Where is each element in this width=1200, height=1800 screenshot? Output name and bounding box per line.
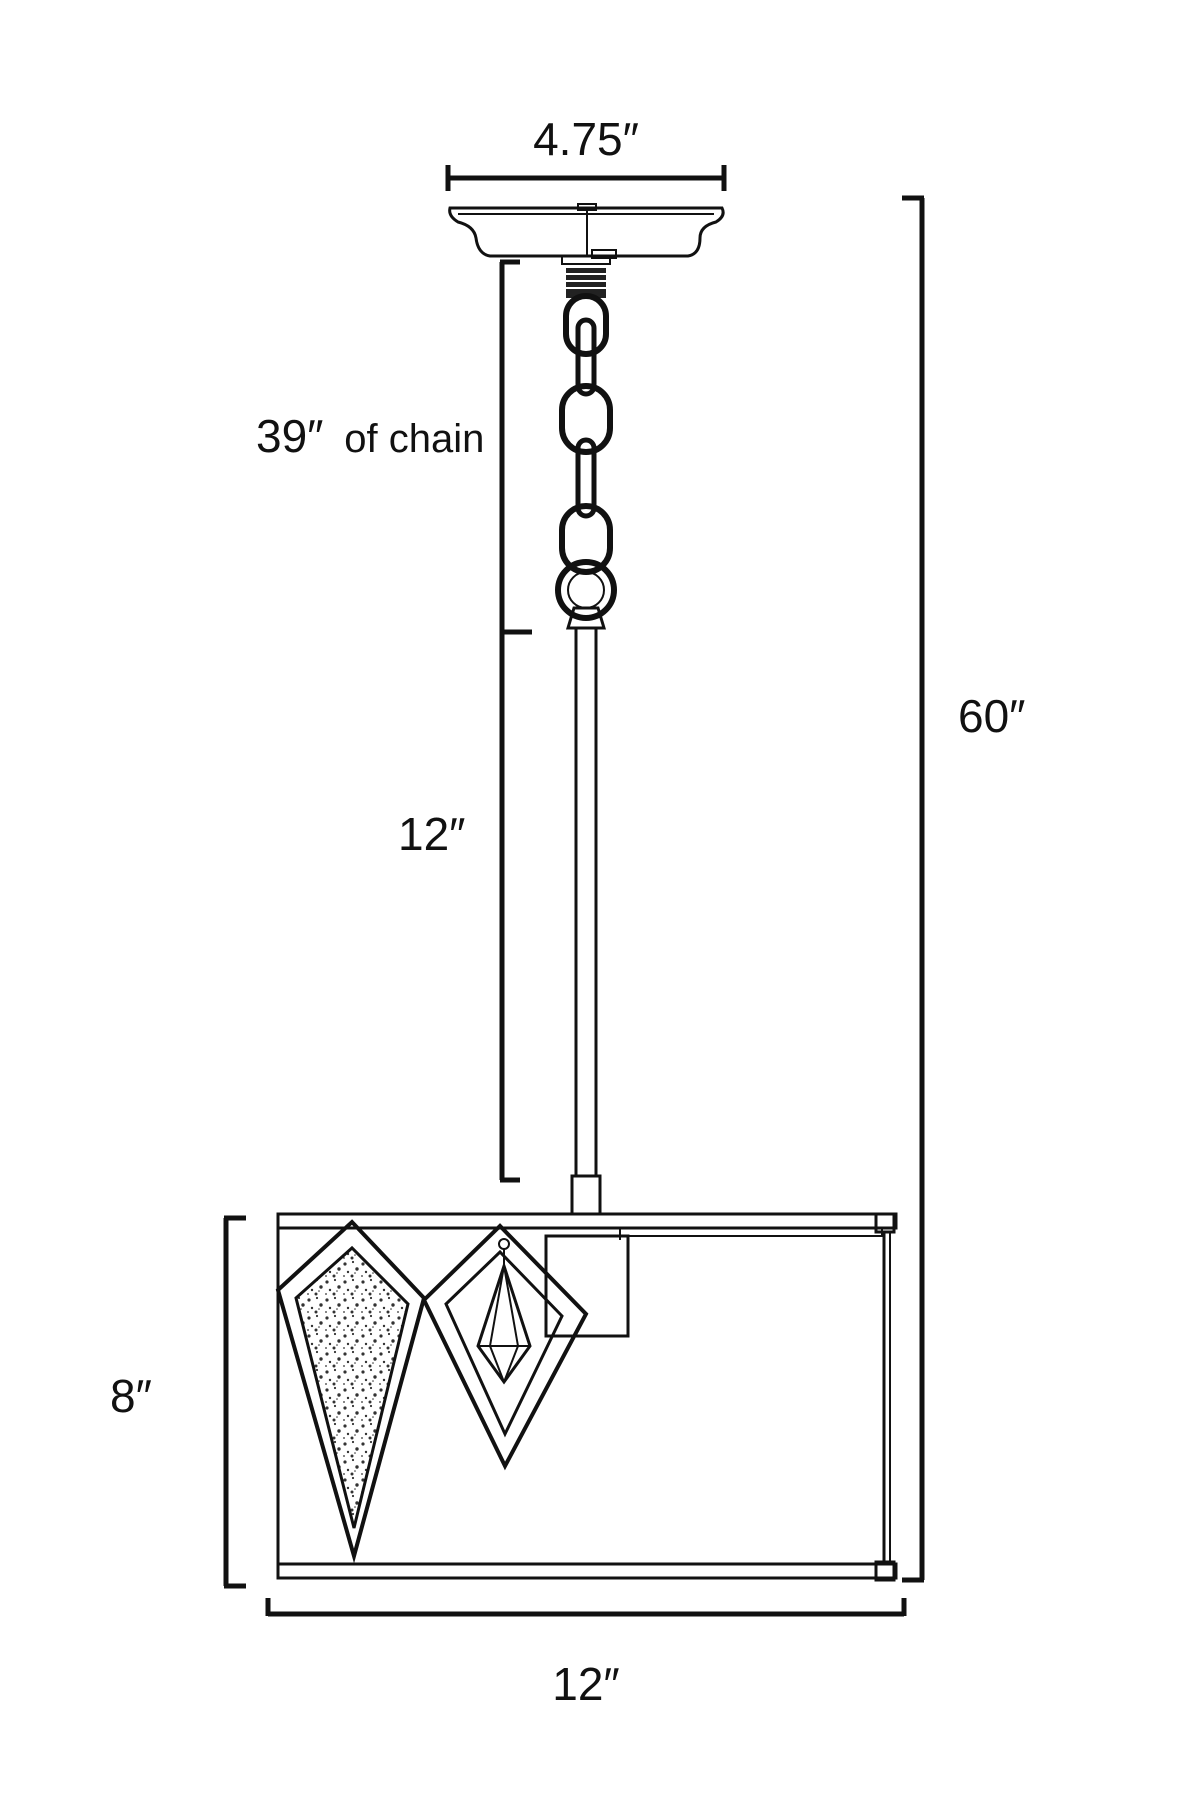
chain-length-suffix: of chain [344, 417, 484, 461]
socket-box [544, 1234, 630, 1338]
canopy-width-label: 4.75″ [533, 113, 639, 165]
shade-frame [276, 1212, 898, 1582]
shade-width-dimension: 12″ [265, 1598, 907, 1710]
canopy [448, 203, 725, 259]
seeded-glass-panel [275, 1219, 427, 1564]
canopy-hook [561, 255, 611, 298]
chain-rod-bracket: 39″ of chain 12″ [256, 259, 532, 1183]
shade-width-label: 12″ [552, 1658, 619, 1710]
diamond-frame [421, 1223, 589, 1471]
canopy-width-dimension: 4.75″ [445, 113, 727, 191]
shade-height-dimension: 8″ [110, 1215, 246, 1589]
chain-length-value: 39″ [256, 410, 323, 462]
svg-text:39″ of chain: 39″ of chain [256, 410, 484, 462]
shade-height-label: 8″ [110, 1370, 152, 1422]
overall-height-dimension: 60″ [902, 195, 1025, 1583]
rod [565, 606, 607, 1216]
rod-length-label: 12″ [398, 808, 465, 860]
chain [555, 293, 617, 621]
overall-height-label: 60″ [958, 690, 1025, 742]
crystal-drop [476, 1238, 532, 1385]
